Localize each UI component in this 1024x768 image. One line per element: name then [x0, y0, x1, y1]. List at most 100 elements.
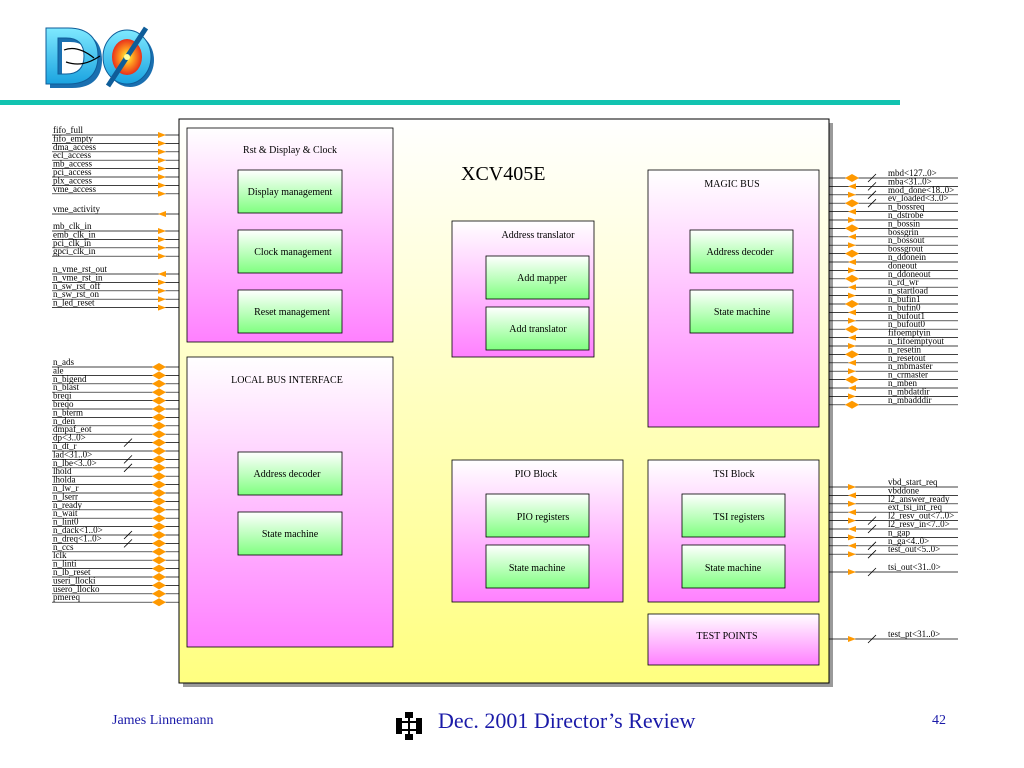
signal-pin-n-sw-rst-off: n_sw_rst_off — [52, 281, 179, 294]
signal-pin-pmereq: pmereq — [52, 592, 179, 607]
svg-text:n_linti: n_linti — [53, 559, 77, 569]
signal-pin-n-wait: n_wait — [52, 508, 179, 523]
fermilab-logo-icon — [393, 710, 425, 747]
svg-text:n_bufin0: n_bufin0 — [888, 302, 921, 312]
svg-text:test_out<5..0>: test_out<5..0> — [888, 544, 940, 554]
signal-pin-tsi-out-31-0-: tsi_out<31..0> — [829, 562, 958, 577]
signal-pin-n-lbe-3-0-: n_lbe<3..0> — [52, 458, 179, 473]
signal-pin-n-ga-4-0-: n_ga<4..0> — [829, 536, 958, 551]
signal-pin-pci-access: pci_access — [52, 167, 179, 180]
signal-pin-n-startload: n_startload — [829, 286, 958, 299]
svg-text:State machine: State machine — [509, 563, 566, 574]
svg-text:n_lbe<3..0>: n_lbe<3..0> — [53, 458, 97, 468]
svg-text:n_mbadddir: n_mbadddir — [888, 395, 932, 405]
svg-text:n_bossreq: n_bossreq — [888, 202, 925, 212]
svg-text:lhold: lhold — [53, 466, 72, 476]
block-title: MAGIC BUS — [704, 179, 759, 190]
signal-pin-n-rd-wr: n_rd_wr — [829, 277, 958, 291]
signal-pin-ev-loaded-3-0-: ev_loaded<3..0> — [829, 193, 958, 208]
page-number: 42 — [932, 713, 946, 728]
signal-pin-n-bossin: n_bossin — [829, 218, 958, 233]
svg-text:n_dstrobe: n_dstrobe — [888, 210, 924, 220]
svg-text:mba<31..0>: mba<31..0> — [888, 176, 932, 186]
signal-pin-doneout: doneout — [829, 260, 958, 274]
signal-pin-fifoemptyin: fifoemptyin — [829, 328, 958, 341]
block-title: LOCAL BUS INTERFACE — [231, 375, 343, 386]
signal-pin-mba-31-0-: mba<31..0> — [829, 176, 958, 191]
svg-text:test_pt<31..0>: test_pt<31..0> — [888, 629, 940, 639]
svg-text:l2_answer_ready: l2_answer_ready — [888, 494, 950, 504]
signal-pin-n-bigend: n_bigend — [52, 374, 179, 388]
block-diagram: XCV405E Rst & Display & Clock Display ma… — [52, 118, 958, 687]
signal-pin-ext-tsi-int-req: ext_tsi_int_req — [829, 502, 958, 516]
signal-pin-test-pt-31-0-: test_pt<31..0> — [829, 629, 958, 644]
signal-pin-n-ddonein: n_ddonein — [829, 252, 958, 265]
signal-pin-n-blast: n_blast — [52, 382, 179, 397]
svg-text:n_rd_wr: n_rd_wr — [888, 277, 919, 287]
block-test-points: TEST POINTS — [647, 613, 820, 666]
block-title: TSI Block — [713, 469, 754, 480]
svg-text:n_den: n_den — [53, 416, 75, 426]
block-address-translator: Address translator Add mapper Add transl… — [451, 220, 595, 358]
signal-pin-mb-clk-in: mb_clk_in — [52, 221, 179, 234]
tsi-registers-box: TSI registers — [681, 493, 786, 538]
svg-text:ext_tsi_int_req: ext_tsi_int_req — [888, 502, 942, 512]
left-signal-pins: fifo_fullfifo_emptydma_accessecl_accessm… — [52, 125, 179, 607]
svg-text:pci_access: pci_access — [53, 167, 92, 177]
block-title: Address translator — [501, 230, 575, 241]
svg-text:Display management: Display management — [248, 187, 333, 198]
signal-pin-n-linti: n_linti — [52, 559, 179, 573]
signal-pin-lhold: lhold — [52, 466, 179, 481]
svg-text:n_dt_r: n_dt_r — [53, 441, 77, 451]
svg-text:n_bossin: n_bossin — [888, 218, 921, 228]
svg-text:n_blast: n_blast — [53, 382, 79, 392]
svg-text:n_mbdatdir: n_mbdatdir — [888, 386, 930, 396]
svg-text:tsi_out<31..0>: tsi_out<31..0> — [888, 562, 941, 572]
state-machine-box: State machine — [681, 544, 786, 589]
svg-text:n_ready: n_ready — [53, 500, 82, 510]
signal-pin-n-resetin: n_resetin — [829, 344, 958, 359]
signal-pin-n-mbdatdir: n_mbdatdir — [829, 386, 958, 400]
svg-text:n_crmaster: n_crmaster — [888, 370, 928, 380]
svg-text:vbd_start_req: vbd_start_req — [888, 477, 938, 487]
signal-pin-n-bossreq: n_bossreq — [829, 202, 958, 215]
signal-pin-l2-resv-out-7-0-: l2_resv_out<7..0> — [829, 511, 958, 525]
block-magic-bus: MAGIC BUS Address decoder State machine — [647, 169, 820, 428]
svg-text:dp<3..0>: dp<3..0> — [53, 433, 86, 443]
pio-registers-box: PIO registers — [485, 493, 590, 538]
svg-text:l2_resv_out<7..0>: l2_resv_out<7..0> — [888, 511, 954, 521]
svg-text:gpci_clk_in: gpci_clk_in — [53, 246, 96, 256]
signal-pin-vme-activity: vme_activity — [52, 204, 179, 217]
signal-pin-mod-done-18-0-: mod_done<18..0> — [829, 185, 958, 200]
signal-pin-bossgrin: bossgrin — [829, 227, 958, 240]
svg-text:n_lint0: n_lint0 — [53, 517, 79, 527]
svg-text:n_bterm: n_bterm — [53, 407, 83, 417]
signal-pin-vme-access: vme_access — [52, 184, 179, 197]
svg-text:Address decoder: Address decoder — [254, 469, 322, 480]
signal-pin-n-lint0: n_lint0 — [52, 517, 179, 531]
block-title: Rst & Display & Clock — [243, 145, 337, 156]
svg-text:plx_access: plx_access — [53, 175, 92, 185]
svg-text:pmereq: pmereq — [53, 592, 80, 602]
svg-text:usero_llocko: usero_llocko — [53, 584, 100, 594]
svg-text:ecl_access: ecl_access — [53, 150, 91, 160]
svg-text:Address decoder: Address decoder — [707, 247, 775, 258]
svg-text:n_resetin: n_resetin — [888, 344, 921, 354]
svg-text:mb_clk_in: mb_clk_in — [53, 221, 92, 231]
footer-author: James Linnemann — [112, 713, 214, 728]
signal-pin-plx-access: plx_access — [52, 175, 179, 189]
signal-pin-vbd-start-req: vbd_start_req — [829, 477, 958, 490]
svg-text:ev_loaded<3..0>: ev_loaded<3..0> — [888, 193, 949, 203]
svg-text:n_ads: n_ads — [53, 357, 74, 367]
signal-pin-n-dt-r: n_dt_r — [52, 441, 179, 455]
signal-pin-vbddone: vbddone — [829, 485, 958, 499]
address-decoder-box: Address decoder — [689, 229, 794, 274]
svg-text:fifo_full: fifo_full — [53, 125, 83, 135]
svg-text:n_wait: n_wait — [53, 508, 78, 518]
svg-text:Add translator: Add translator — [509, 324, 567, 335]
clock-management-box: Clock management — [237, 229, 343, 274]
svg-text:TSI registers: TSI registers — [713, 512, 764, 523]
svg-text:n_mben: n_mben — [888, 378, 917, 388]
svg-text:State machine: State machine — [714, 307, 771, 318]
signal-pin-gpci-clk-in: gpci_clk_in — [52, 246, 179, 260]
